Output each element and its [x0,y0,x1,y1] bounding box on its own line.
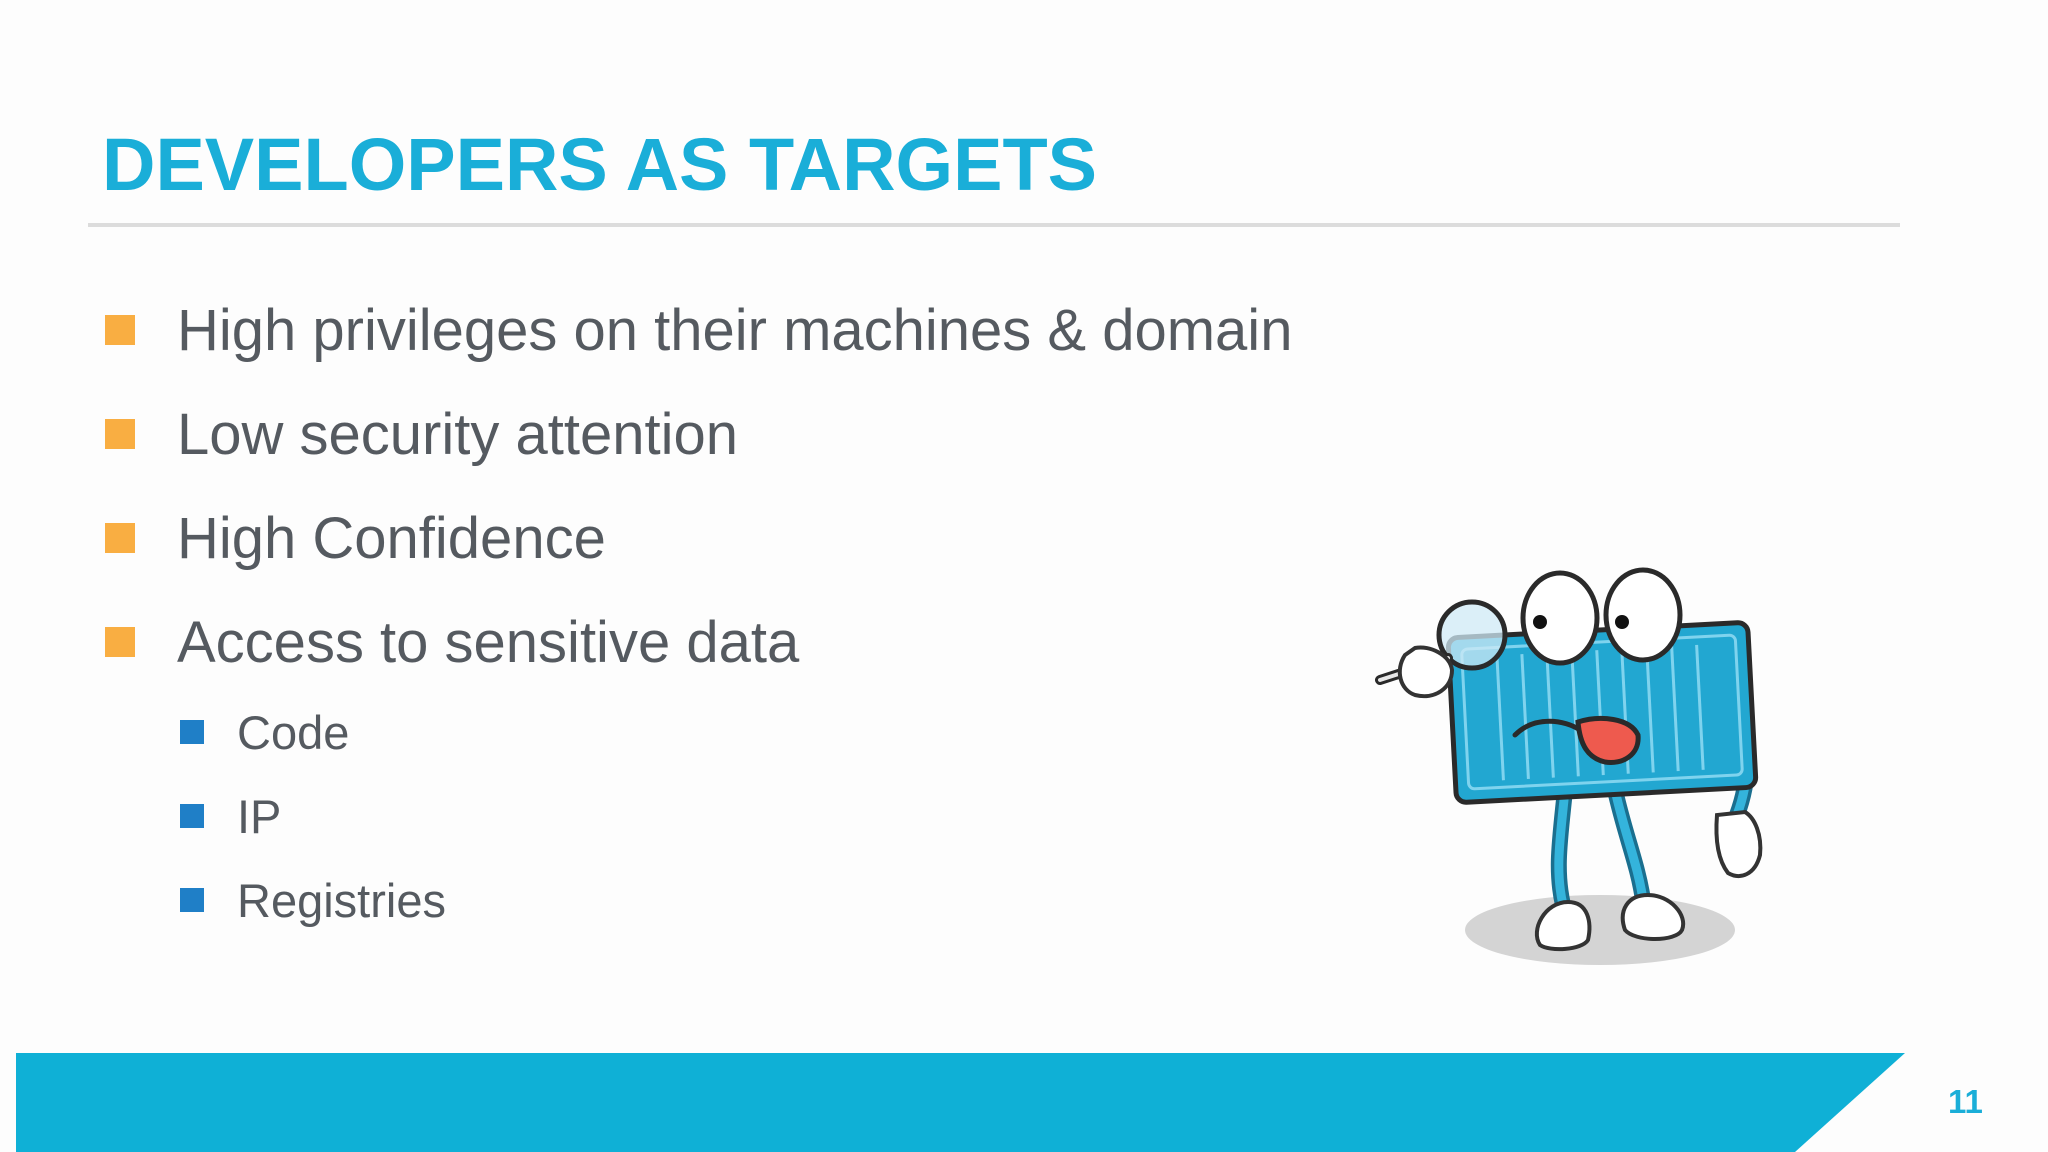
orange-square-bullet-icon [105,315,135,345]
right-hand [1714,809,1763,878]
bullet-text: Low security attention [177,401,738,467]
bullet-text: High Confidence [177,505,606,571]
bullet-text: High privileges on their machines & doma… [177,297,1293,363]
magnifying-glass-lens [1436,599,1508,671]
sub-bullet-text: IP [237,789,282,843]
orange-square-bullet-icon [105,523,135,553]
right-shoe [1620,892,1686,941]
blue-square-bullet-icon [180,888,204,912]
orange-square-bullet-icon [105,627,135,657]
left-shoe [1534,899,1592,952]
shadow-ellipse [1465,895,1735,965]
blue-square-bullet-icon [180,720,204,744]
footer-band [16,1053,1905,1152]
slide-title: DEVELOPERS AS TARGETS [102,123,1098,206]
left-eye [1520,570,1600,666]
mouth [1575,715,1641,766]
blue-square-bullet-icon [180,804,204,828]
server-mascot-illustration [1375,567,1763,965]
sub-bullet-text: Registries [237,873,446,927]
page-number: 11 [1948,1083,1983,1120]
right-eye [1603,567,1683,663]
bullet-text: Access to sensitive data [177,609,800,675]
sub-bullet-text: Code [237,705,350,759]
orange-square-bullet-icon [105,419,135,449]
left-hand [1397,645,1455,699]
title-divider [88,223,1900,227]
